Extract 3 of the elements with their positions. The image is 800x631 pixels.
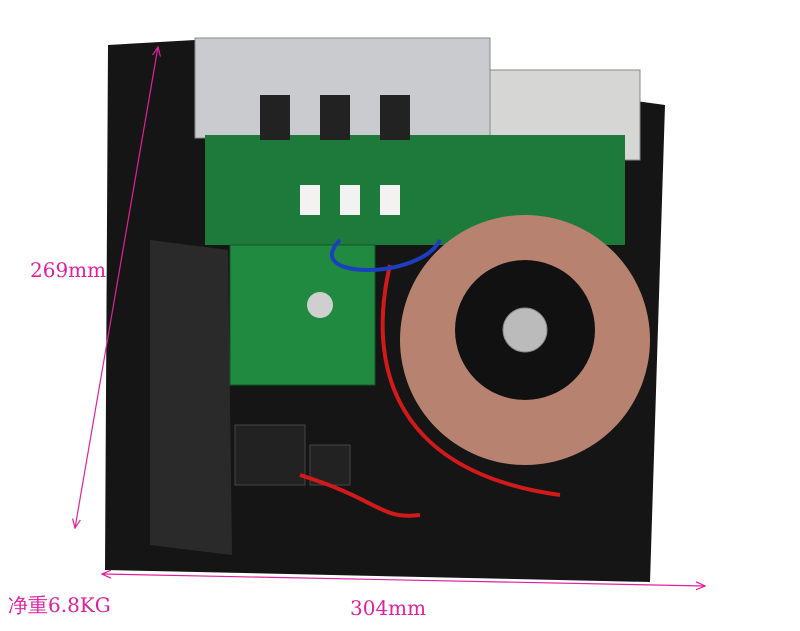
weight-label: 净重6.8KG xyxy=(8,592,111,619)
dimension-label: 269mm xyxy=(30,258,106,282)
dimension-label: 304mm xyxy=(350,596,426,620)
